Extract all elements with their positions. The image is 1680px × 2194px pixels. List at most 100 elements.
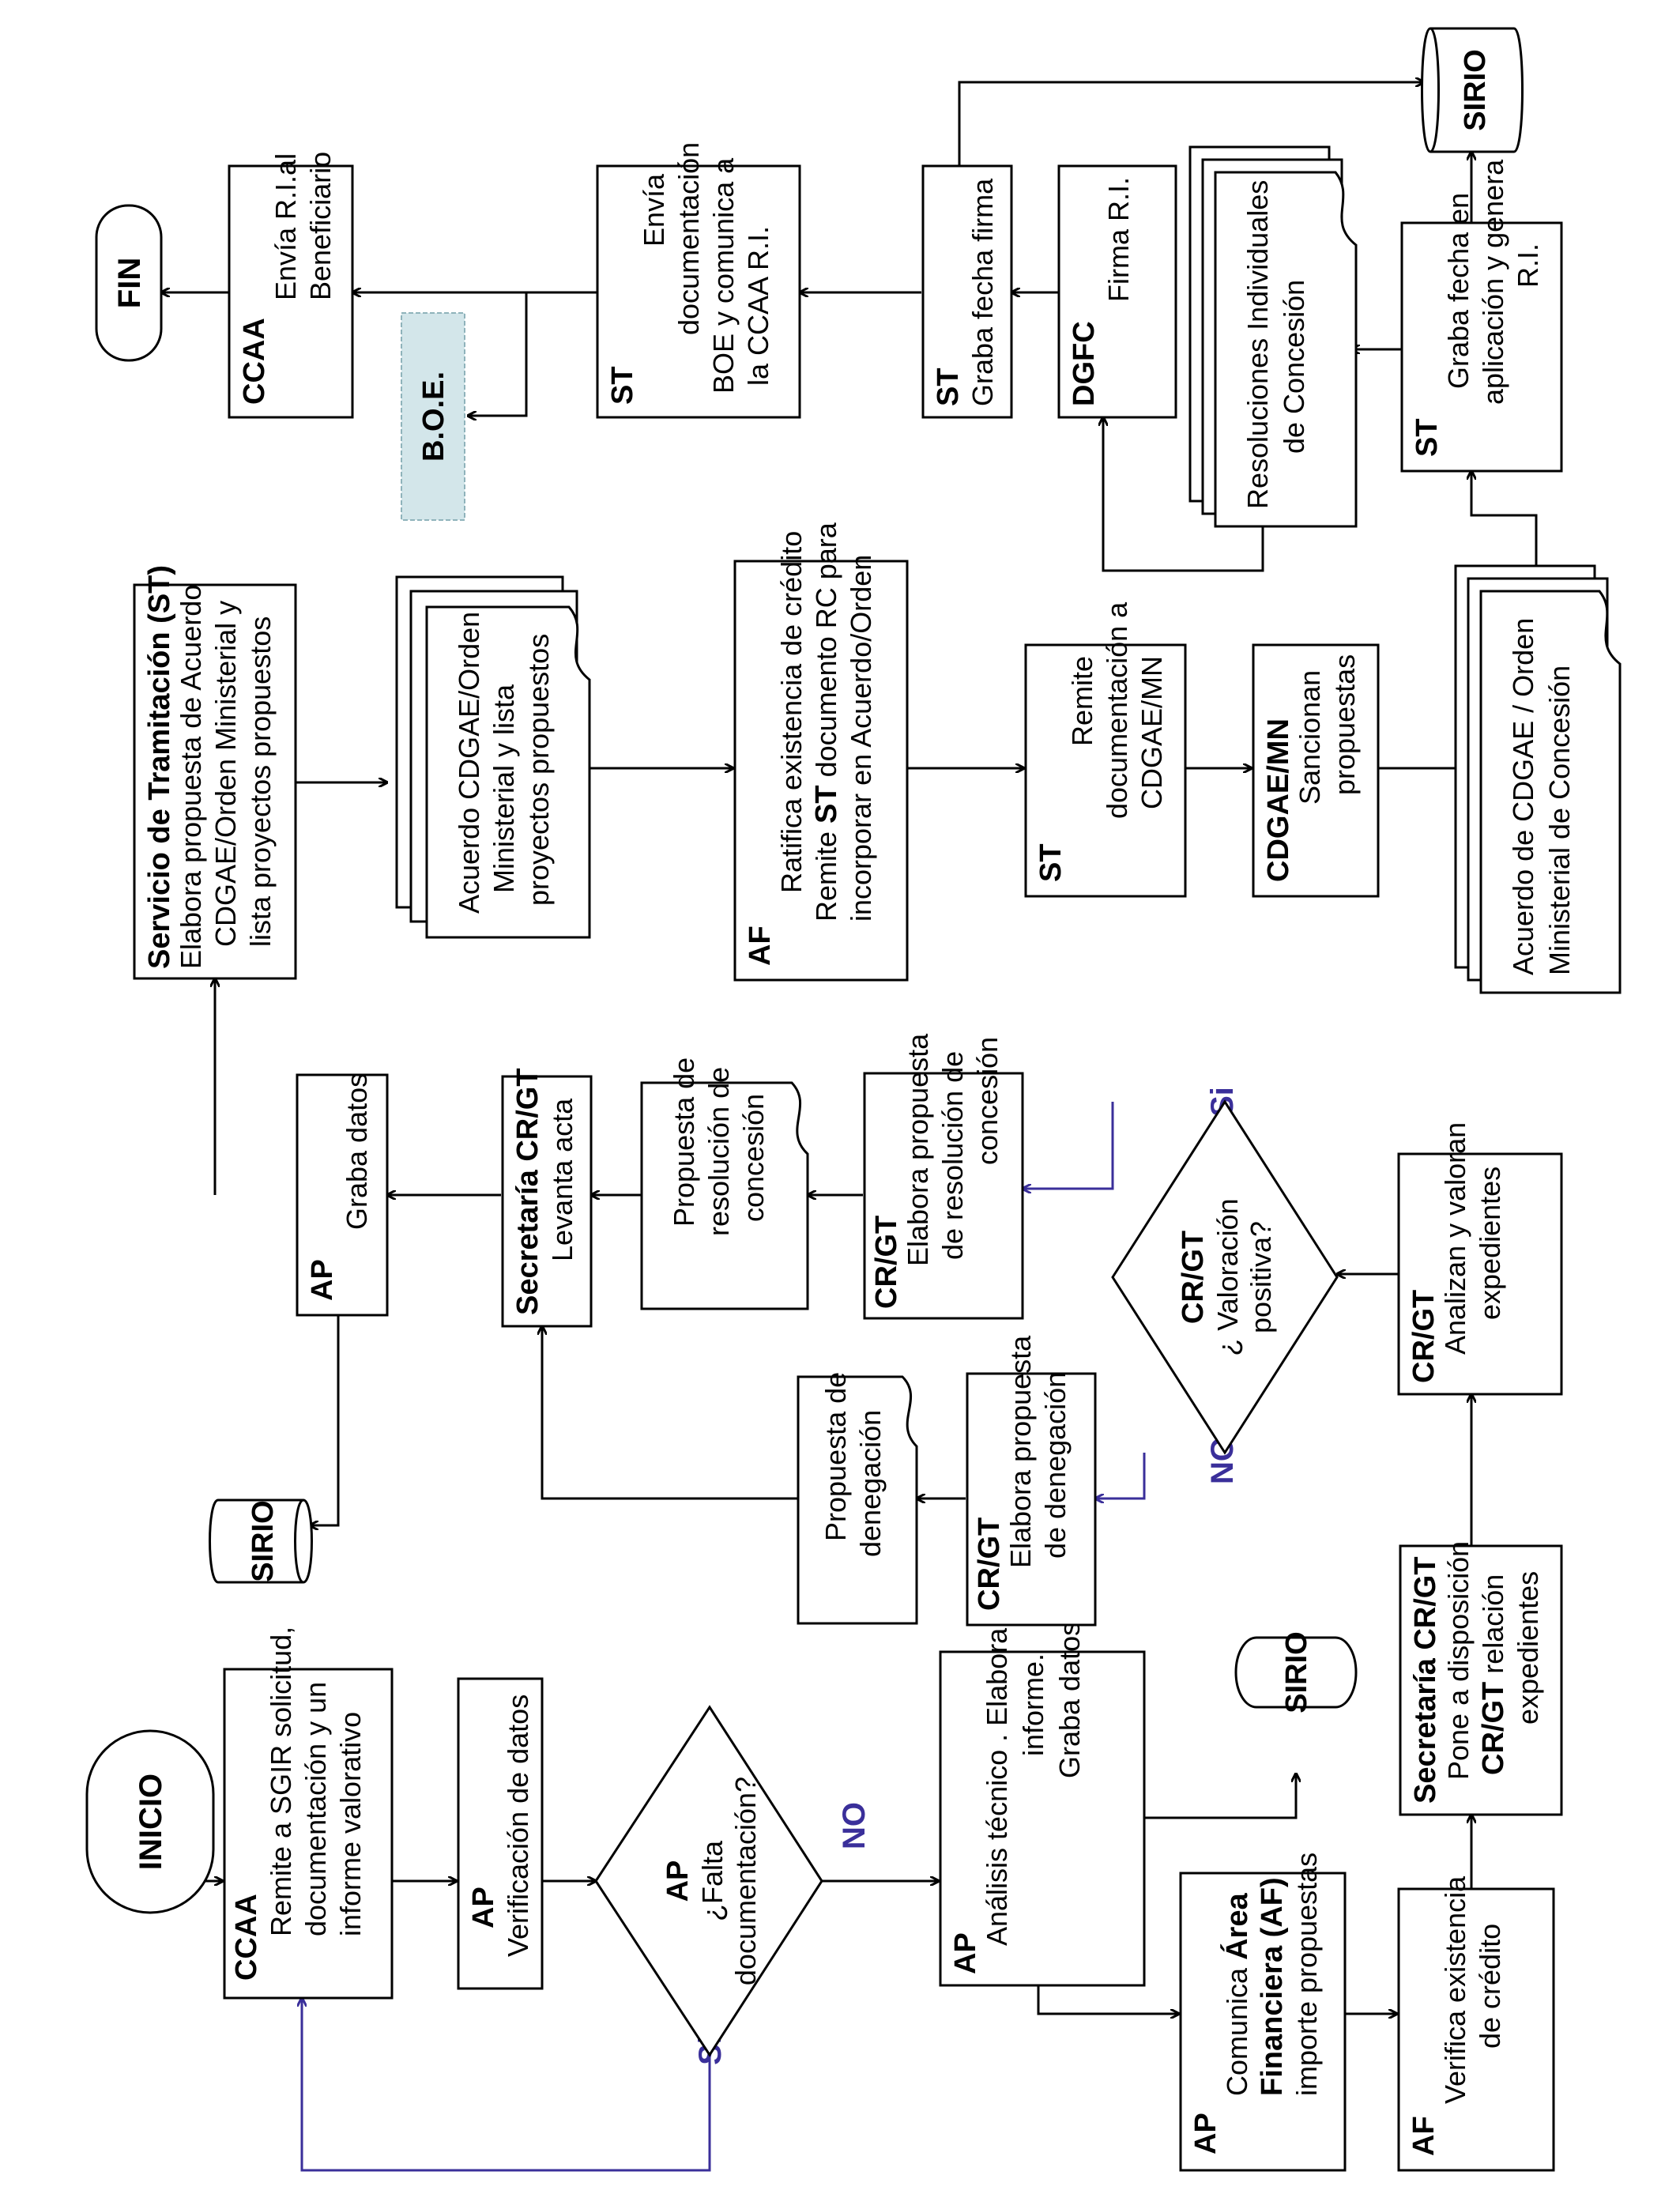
svg-text:Comunica Área: Comunica Área: [1219, 1893, 1254, 2096]
svg-text:informe valorativo: informe valorativo: [334, 1712, 367, 1936]
svg-text:expedientes: expedientes: [1474, 1167, 1506, 1320]
svg-text:Envía: Envía: [638, 173, 670, 247]
svg-text:BOE y comunica a: BOE y comunica a: [707, 157, 740, 394]
st-graba-aplicacion-box: ST Graba fecha en aplicación y genera R.…: [1400, 159, 1563, 473]
svg-text:documentación?: documentación?: [729, 1777, 762, 1985]
svg-text:AP: AP: [949, 1932, 982, 1974]
svg-text:Servicio de Tramitación (ST): Servicio de Tramitación (ST): [143, 565, 176, 969]
svg-text:lista proyectos propuestos: lista proyectos propuestos: [244, 616, 277, 947]
svg-text:Remite ST documento RC para: Remite ST documento RC para: [810, 522, 843, 922]
cr-elabora-resolucion-box: CR/GT Elabora propuesta de resolución de…: [863, 1033, 1024, 1320]
svg-text:Análisis técnico . Elabora: Análisis técnico . Elabora: [981, 1627, 1013, 1946]
svg-text:AP: AP: [661, 1860, 695, 1902]
svg-text:CR/GT: CR/GT: [870, 1216, 903, 1309]
ccaa-envia-box: CCAA Envía R.I.al Beneficiario: [228, 152, 354, 419]
secretaria-pone-box: Secretaría CR/GT Pone a disposición CR/G…: [1399, 1541, 1563, 1816]
svg-text:Acuerdo de CDGAE / Orden: Acuerdo de CDGAE / Orden: [1507, 618, 1539, 975]
svg-text:Secretaría CR/GT: Secretaría CR/GT: [1409, 1556, 1442, 1804]
svg-text:Verifica existencia: Verifica existencia: [1439, 1875, 1471, 2104]
dgfc-firma-box: DGFC Firma R.I.: [1057, 164, 1177, 419]
svg-text:Verificación de datos: Verificación de datos: [502, 1695, 534, 1957]
svg-text:Elabora propuesta de Acuerdo: Elabora propuesta de Acuerdo: [175, 585, 207, 969]
svg-text:documentación: documentación: [672, 142, 705, 335]
ap-graba-datos-box: AP Graba datos: [296, 1073, 389, 1317]
svg-text:proyectos propuestos: proyectos propuestos: [522, 634, 555, 906]
doc-resoluciones-stack: Resoluciones Individuales de Concesión: [1188, 145, 1358, 528]
svg-text:Graba fecha firma: Graba fecha firma: [966, 178, 999, 406]
svg-text:INICIO: INICIO: [134, 1774, 168, 1870]
svg-text:informe.: informe.: [1017, 1653, 1049, 1756]
svg-text:Pone a disposición: Pone a disposición: [1442, 1541, 1475, 1780]
svg-text:NO: NO: [837, 1802, 872, 1849]
svg-text:Firma R.I.: Firma R.I.: [1102, 177, 1135, 302]
svg-text:¿ Valoración: ¿ Valoración: [1211, 1198, 1244, 1355]
ap-falta-decision: AP ¿Falta documentación?: [594, 1705, 823, 2057]
svg-text:Envía R.I.al: Envía R.I.al: [269, 153, 302, 300]
cdgae-sancionan-box: CDGAE/MN Sancionan propuestas: [1252, 643, 1380, 898]
svg-text:AP: AP: [1189, 2113, 1222, 2154]
svg-text:Remite: Remite: [1066, 656, 1098, 746]
st-servicio-box: Servicio de Tramitación (ST) Elabora pro…: [133, 565, 297, 980]
svg-text:expedientes: expedientes: [1512, 1571, 1544, 1725]
svg-text:Graba datos: Graba datos: [341, 1073, 373, 1230]
svg-text:Ratifica existencia de crédito: Ratifica existencia de crédito: [775, 531, 808, 893]
doc-acuerdo-stack-2: Acuerdo de CDGAE / Orden Ministerial de …: [1454, 564, 1622, 994]
af-ratifica-box: AF Ratifica existencia de crédito Remite…: [733, 522, 909, 982]
ap-comunica-box: AP Comunica Área Financiera (AF) importe…: [1179, 1853, 1347, 2172]
svg-text:AF: AF: [1407, 2116, 1441, 2156]
svg-text:aplicación y genera: aplicación y genera: [1477, 159, 1509, 405]
svg-text:SIRIO: SIRIO: [1280, 1631, 1313, 1713]
svg-text:Graba fecha en: Graba fecha en: [1442, 193, 1475, 389]
doc-acuerdo-stack-1: Acuerdo CDGAE/Orden Ministerial y lista …: [395, 575, 591, 939]
cr-elabora-denegacion-box: CR/GT Elabora propuesta de denegación: [966, 1335, 1097, 1627]
svg-text:denegación: denegación: [854, 1410, 887, 1557]
doc-propuesta-resolucion: Propuesta de resolución de concesión: [640, 1057, 809, 1310]
svg-text:documentación a: documentación a: [1101, 601, 1133, 819]
svg-text:de denegación: de denegación: [1039, 1372, 1072, 1559]
svg-text:incorporar en Acuerdo/Orden: incorporar en Acuerdo/Orden: [845, 555, 877, 922]
st-remite-box: ST Remite documentación a CDGAE/MN: [1024, 601, 1187, 898]
ccaa-remite-box: CCAA Remite a SGIR solicitud, documentac…: [223, 1627, 394, 2000]
svg-text:resolución de: resolución de: [703, 1067, 735, 1236]
svg-text:Ministerial de Concesión: Ministerial de Concesión: [1543, 665, 1576, 975]
svg-text:AF: AF: [744, 925, 777, 966]
svg-text:CDGAE/MN: CDGAE/MN: [1136, 656, 1168, 809]
svg-text:SIRIO: SIRIO: [1459, 49, 1492, 130]
svg-text:Resoluciones Individuales: Resoluciones Individuales: [1241, 180, 1274, 509]
svg-text:CDGAE/MN: CDGAE/MN: [1262, 718, 1295, 882]
svg-text:ST: ST: [932, 368, 965, 406]
svg-text:Remite a SGIR solicitud,: Remite a SGIR solicitud,: [265, 1627, 297, 1936]
svg-text:Beneficiario: Beneficiario: [304, 152, 337, 300]
svg-text:Analizan y valoran: Analizan y valoran: [1439, 1122, 1471, 1355]
svg-text:concesión: concesión: [971, 1037, 1004, 1165]
svg-text:Propuesta de: Propuesta de: [668, 1057, 700, 1227]
svg-text:ST: ST: [1411, 418, 1444, 457]
svg-text:R.I.: R.I.: [1512, 243, 1544, 288]
inicio-terminal: INICIO: [85, 1729, 215, 1914]
svg-text:CR/GT: CR/GT: [1407, 1290, 1441, 1383]
svg-text:propuestas: propuestas: [1328, 654, 1361, 795]
st-envia-box: ST Envía documentación BOE y comunica a …: [596, 142, 801, 419]
ap-analisis-box: AP Análisis técnico . Elabora informe. G…: [939, 1614, 1146, 1987]
sirio-db-1: SIRIO: [1234, 1631, 1358, 1713]
svg-text:Elabora propuesta: Elabora propuesta: [902, 1033, 934, 1266]
svg-text:Secretaría CR/GT: Secretaría CR/GT: [511, 1068, 544, 1315]
svg-text:Graba datos.: Graba datos.: [1053, 1614, 1086, 1778]
svg-text:CR/GT: CR/GT: [1177, 1231, 1210, 1324]
svg-text:ST: ST: [606, 366, 639, 405]
svg-text:AP: AP: [467, 1887, 500, 1928]
label-no-1: NO: [837, 1802, 872, 1849]
svg-text:concesión: concesión: [737, 1094, 770, 1222]
doc-propuesta-denegacion: Propuesta de denegación: [797, 1372, 918, 1625]
cr-analizan-box: CR/GT Analizan y valoran expedientes: [1397, 1122, 1563, 1396]
sirio-db-2: SIRIO: [209, 1498, 313, 1584]
svg-text:la CCAA R.I.: la CCAA R.I.: [742, 226, 774, 386]
sirio-db-3: SIRIO: [1421, 27, 1524, 153]
st-graba-firma-box: ST Graba fecha firma: [921, 164, 1013, 419]
svg-text:CCAA: CCAA: [238, 318, 271, 405]
svg-text:AP: AP: [306, 1259, 339, 1301]
svg-text:de resolución de: de resolución de: [936, 1051, 969, 1260]
svg-text:importe propuestas: importe propuestas: [1290, 1853, 1323, 2096]
svg-text:¿Falta: ¿Falta: [696, 1840, 729, 1921]
